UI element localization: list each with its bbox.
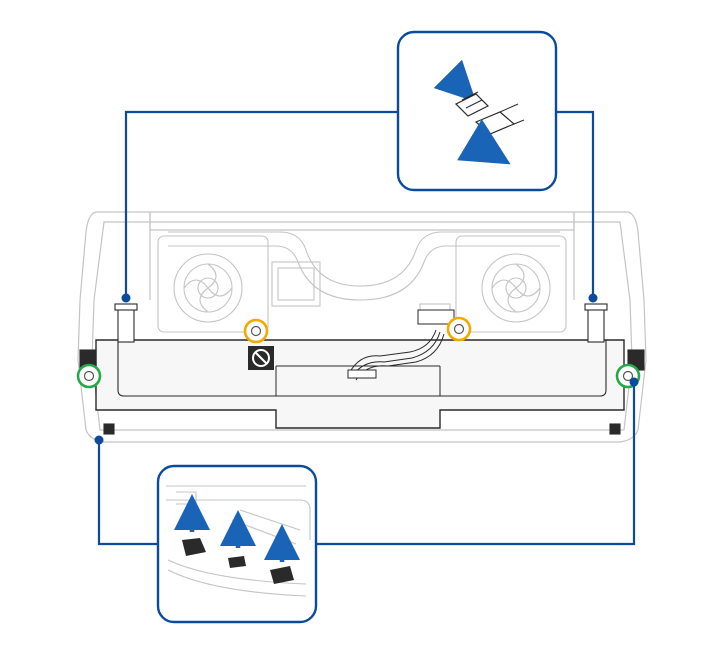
callout-leaders (97, 110, 636, 546)
no-screw-icon (248, 346, 274, 370)
connector-release-icon (433, 59, 525, 165)
lift-tab-parts (182, 538, 294, 584)
battery-pack (95, 339, 625, 429)
screw-ring-left-yellow (243, 318, 269, 344)
screw-ring-left-green (76, 363, 102, 389)
callout-anchor-dots (94, 293, 639, 445)
screw-ring-right-yellow (446, 316, 472, 342)
left-fan (157, 235, 269, 333)
bottom-callout (156, 464, 318, 624)
laptop-chassis (77, 211, 647, 443)
right-fan (455, 235, 567, 333)
battery-cable (347, 309, 455, 381)
lift-arrows (174, 494, 300, 562)
heat-pipe (168, 231, 560, 323)
battery-brackets (79, 303, 645, 435)
top-callout (396, 30, 558, 192)
